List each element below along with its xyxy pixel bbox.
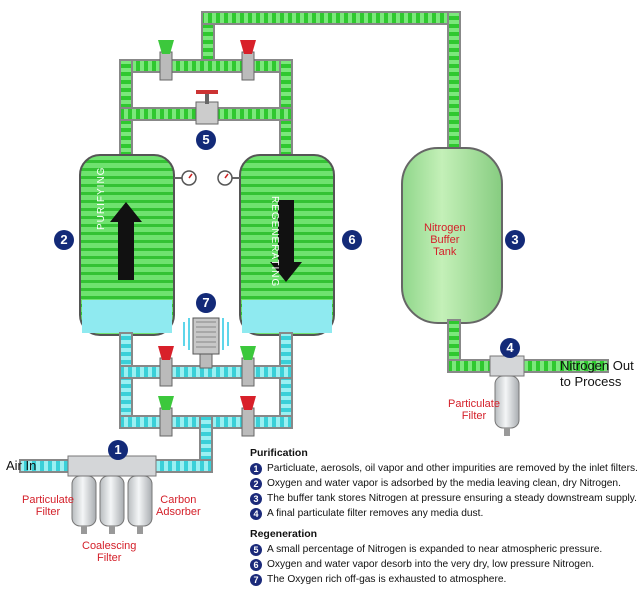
- legend-number: 2: [250, 477, 262, 490]
- badge-3: 3: [505, 230, 525, 250]
- inlet-particulate-filter-label: Particulate Filter: [22, 494, 74, 518]
- exhaust-muffler: [183, 317, 229, 369]
- badge-7: 7: [196, 293, 216, 313]
- coalescing-filter-label: Coalescing Filter: [82, 540, 137, 564]
- lower-right-inlet-valve-closed: [240, 396, 256, 437]
- outlet-particulate-filter: [489, 355, 525, 436]
- legend-text: Oxygen and water vapor desorb into the v…: [267, 559, 595, 570]
- left-adsorber-bed: [79, 154, 175, 336]
- nitrogen-out-label: Nitrogen Out to Process: [560, 358, 634, 389]
- legend-item: 4 A final particulate filter removes any …: [250, 506, 638, 521]
- legend-number: 3: [250, 492, 262, 505]
- purge-valve: [195, 90, 219, 125]
- air-in-label: Air In: [6, 458, 37, 473]
- legend-text: Oxygen and water vapor is adsorbed by th…: [267, 478, 621, 489]
- carbon-adsorber-label: Carbon Adsorber: [156, 494, 201, 518]
- left-pressure-gauge: [174, 170, 197, 186]
- outlet-particulate-filter-label: Particulate Filter: [448, 398, 500, 422]
- purification-legend: Purification 1 Particluate, aerosols, oil…: [250, 446, 638, 521]
- right-pressure-gauge: [217, 170, 240, 186]
- legend-item: 6 Oxygen and water vapor desorb into the …: [250, 557, 602, 572]
- badge-6: 6: [342, 230, 362, 250]
- legend-text: The buffer tank stores Nitrogen at press…: [267, 493, 637, 504]
- badge-5: 5: [196, 130, 216, 150]
- lower-left-exhaust-valve-closed: [158, 346, 174, 387]
- regeneration-title: Regeneration: [250, 528, 318, 540]
- top-left-valve-open: [158, 40, 174, 81]
- badge-4: 4: [500, 338, 520, 358]
- outlet-pipe-to-buffer: [201, 11, 461, 153]
- lower-right-exhaust-valve-open: [240, 346, 256, 387]
- legend-number: 5: [250, 543, 262, 556]
- legend-item: 2 Oxygen and water vapor is adsorbed by t…: [250, 476, 638, 491]
- top-right-valve-closed: [240, 40, 256, 81]
- legend-number: 1: [250, 462, 262, 475]
- lower-left-inlet-valve-open: [158, 396, 174, 437]
- inlet-filter-bank: [67, 455, 157, 534]
- badge-2: 2: [54, 230, 74, 250]
- legend-text: The Oxygen rich off-gas is exhausted to …: [267, 574, 507, 585]
- legend-number: 4: [250, 507, 262, 520]
- legend-text: Particluate, aerosols, oil vapor and oth…: [267, 463, 638, 474]
- right-adsorber-bed: [239, 154, 335, 336]
- purifying-label: PURIFYING: [96, 166, 107, 230]
- legend-text: A small percentage of Nitrogen is expand…: [267, 544, 603, 555]
- legend-number: 6: [250, 558, 262, 571]
- legend-item: 7 The Oxygen rich off-gas is exhausted to…: [250, 572, 602, 587]
- regeneration-legend: Regeneration 5 A small percentage of Nitr…: [250, 527, 602, 587]
- nitrogen-buffer-tank: [401, 147, 609, 373]
- badge-1: 1: [108, 440, 128, 460]
- legend-number: 7: [250, 573, 262, 586]
- legend-item: 1 Particluate, aerosols, oil vapor and ot…: [250, 461, 638, 476]
- purification-title: Purification: [250, 447, 308, 459]
- legend-item: 3 The buffer tank stores Nitrogen at pres…: [250, 491, 638, 506]
- regenerating-label: REGENERATING: [269, 196, 280, 288]
- legend-item: 5 A small percentage of Nitrogen is expan…: [250, 542, 602, 557]
- legend-text: A final particulate filter removes any m…: [267, 508, 484, 519]
- buffer-tank-label: Nitrogen Buffer Tank: [424, 222, 466, 258]
